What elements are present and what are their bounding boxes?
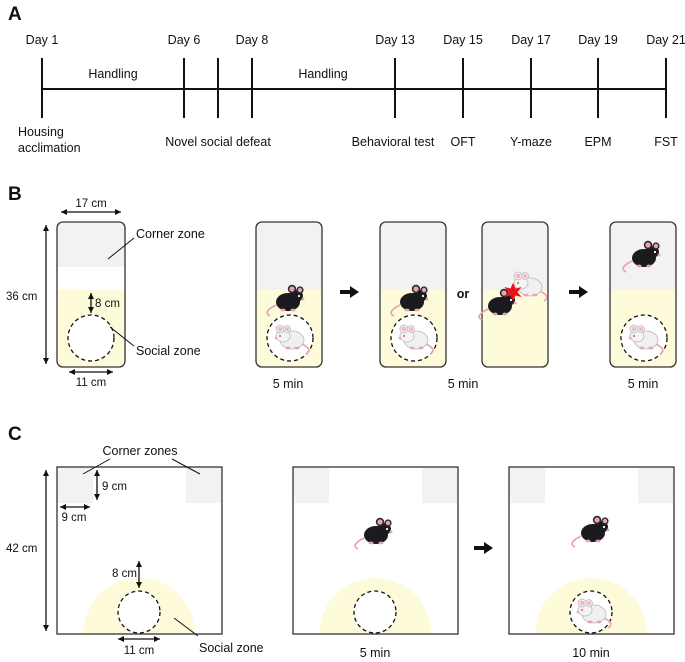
width-label: 17 cm [75, 198, 106, 210]
panel-b-schematic: 17 cm 36 cm Corner zone 8 cm Social zone… [6, 198, 205, 389]
arena-outline [56, 466, 223, 635]
social-zone-label: Social zone [199, 641, 264, 655]
social-zone-label: Social zone [136, 344, 201, 358]
corner-zone-label: Corner zone [136, 227, 205, 241]
event-housing-line2: acclimation [18, 141, 81, 155]
arena-outline [56, 221, 126, 368]
arena-b-stage3 [609, 221, 677, 368]
arena-b-stage2b [478, 221, 549, 368]
corner-zone-area [57, 467, 93, 503]
arena-outline [508, 466, 675, 635]
event-behavioral-test: Behavioral test [352, 135, 435, 149]
day-label: Day 17 [511, 33, 551, 47]
corner-zones-leader-right [171, 458, 201, 475]
panel-c-letter: C [8, 424, 22, 445]
phase-handling-2: Handling [298, 67, 347, 81]
arrow-right-icon [340, 286, 359, 298]
corner-height-label: 9 cm [102, 481, 127, 493]
social-zone-leader [173, 617, 199, 637]
day-label: Day 15 [443, 33, 483, 47]
cup-circle [67, 314, 115, 362]
distance-label: 8 cm [112, 568, 137, 580]
duration-label: 10 min [572, 646, 610, 660]
corner-zone-area [380, 222, 446, 290]
panel-b-letter: B [8, 184, 22, 205]
arrow-right-icon [569, 286, 588, 298]
corner-zone-area [256, 222, 322, 290]
or-label: or [457, 287, 470, 301]
corner-zones-leader-left [82, 458, 111, 475]
arena-b-stage1 [255, 221, 323, 368]
arena-c-stage2 [508, 466, 675, 635]
panel-c-schematic: Corner zones 9 cm 9 cm 42 cm 8 cm 11 cm … [6, 444, 264, 657]
duration-label: 5 min [273, 377, 304, 391]
event-oft: OFT [451, 135, 476, 149]
day-label: Day 21 [646, 33, 685, 47]
arena-b-stage2a [379, 221, 447, 368]
duration-label: 5 min [448, 377, 479, 391]
corner-zone-area [422, 467, 458, 503]
height-label: 42 cm [6, 543, 37, 555]
arena-outline [481, 221, 549, 368]
cup-width-label: 11 cm [124, 645, 154, 657]
cup-circle [117, 590, 161, 634]
corner-zone-leader [107, 237, 135, 260]
corner-zone-area [509, 467, 545, 503]
day-label: Day 1 [26, 33, 59, 47]
corner-zone-area [57, 222, 125, 267]
duration-label: 5 min [360, 646, 391, 660]
corner-zone-area [638, 467, 674, 503]
event-social-defeat: Novel social defeat [165, 135, 271, 149]
timeline: Day 1 Day 6 Day 8 Day 13 Day 15 Day 17 D… [18, 33, 685, 155]
day-label: Day 13 [375, 33, 415, 47]
event-fst: FST [654, 135, 678, 149]
event-ymaze: Y-maze [510, 135, 552, 149]
duration-label: 5 min [628, 377, 659, 391]
corner-zones-label: Corner zones [102, 444, 177, 458]
day-label: Day 8 [236, 33, 269, 47]
day-label: Day 6 [168, 33, 201, 47]
arena-outline [292, 466, 459, 635]
social-zone-leader [109, 326, 135, 347]
distance-label: 8 cm [95, 298, 120, 310]
event-housing: Housing [18, 125, 64, 139]
height-label: 36 cm [6, 291, 37, 303]
corner-zone-area [293, 467, 329, 503]
cup-circle [353, 590, 397, 634]
event-epm: EPM [584, 135, 611, 149]
arena-outline [255, 221, 323, 368]
arena-outline [379, 221, 447, 368]
cup-width-label: 11 cm [76, 377, 106, 389]
arena-c-stage1 [292, 466, 459, 635]
corner-zone-area [186, 467, 222, 503]
panel-a-letter: A [8, 4, 22, 25]
day-label: Day 19 [578, 33, 618, 47]
arena-outline [609, 221, 677, 368]
phase-handling-1: Handling [88, 67, 137, 81]
arrow-right-icon [474, 542, 493, 554]
corner-width-label: 9 cm [62, 512, 87, 524]
